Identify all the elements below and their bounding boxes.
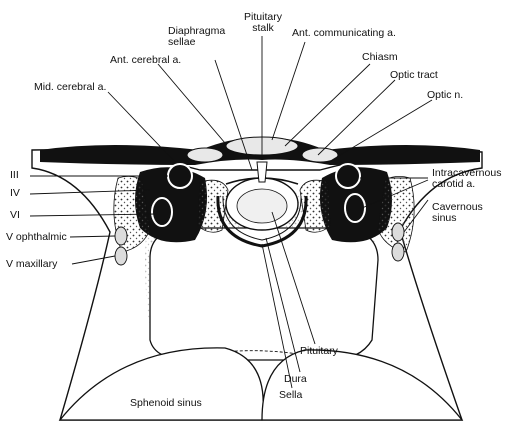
- carotid-left-upper: [168, 164, 192, 188]
- label-chiasm: Chiasm: [362, 52, 398, 63]
- label-sella: Sella: [279, 390, 302, 401]
- label-sphenoid-sinus: Sphenoid sinus: [130, 398, 202, 409]
- label-dura: Dura: [284, 374, 307, 385]
- v-maxillary-left: [115, 247, 127, 265]
- label-optic-n: Optic n.: [427, 90, 463, 101]
- label-v-maxillary: V maxillary: [6, 259, 57, 270]
- v-ophthalmic-left: [115, 227, 127, 245]
- label-intracavernous-carotid: Intracavernous carotid a.: [432, 168, 510, 190]
- label-optic-tract: Optic tract: [390, 70, 438, 81]
- pituitary-inner: [237, 189, 287, 223]
- label-nerve-iii: III: [10, 170, 19, 181]
- label-diaphragma-sellae: Diaphragma sellae: [168, 26, 230, 48]
- v-ophthalmic-right: [392, 223, 404, 241]
- sphenoid-sinus: [150, 228, 378, 360]
- label-v-ophthalmic: V ophthalmic: [6, 232, 67, 243]
- carotid-right-upper: [336, 164, 360, 188]
- label-pituitary-stalk: Pituitary stalk: [237, 12, 289, 34]
- label-nerve-iv: IV: [10, 188, 20, 199]
- optic-nerve-left: [187, 148, 223, 162]
- label-ant-cerebral: Ant. cerebral a.: [110, 55, 181, 66]
- label-mid-cerebral: Mid. cerebral a.: [34, 82, 106, 93]
- v-maxillary-right: [392, 243, 404, 261]
- label-nerve-vi: VI: [10, 210, 20, 221]
- label-pituitary: Pituitary: [300, 346, 338, 357]
- pituitary-stalk-shape: [257, 162, 267, 182]
- carotid-left-lower: [152, 198, 172, 226]
- label-ant-communicating: Ant. communicating a.: [292, 28, 396, 39]
- label-cavernous-sinus: Cavernous sinus: [432, 202, 492, 224]
